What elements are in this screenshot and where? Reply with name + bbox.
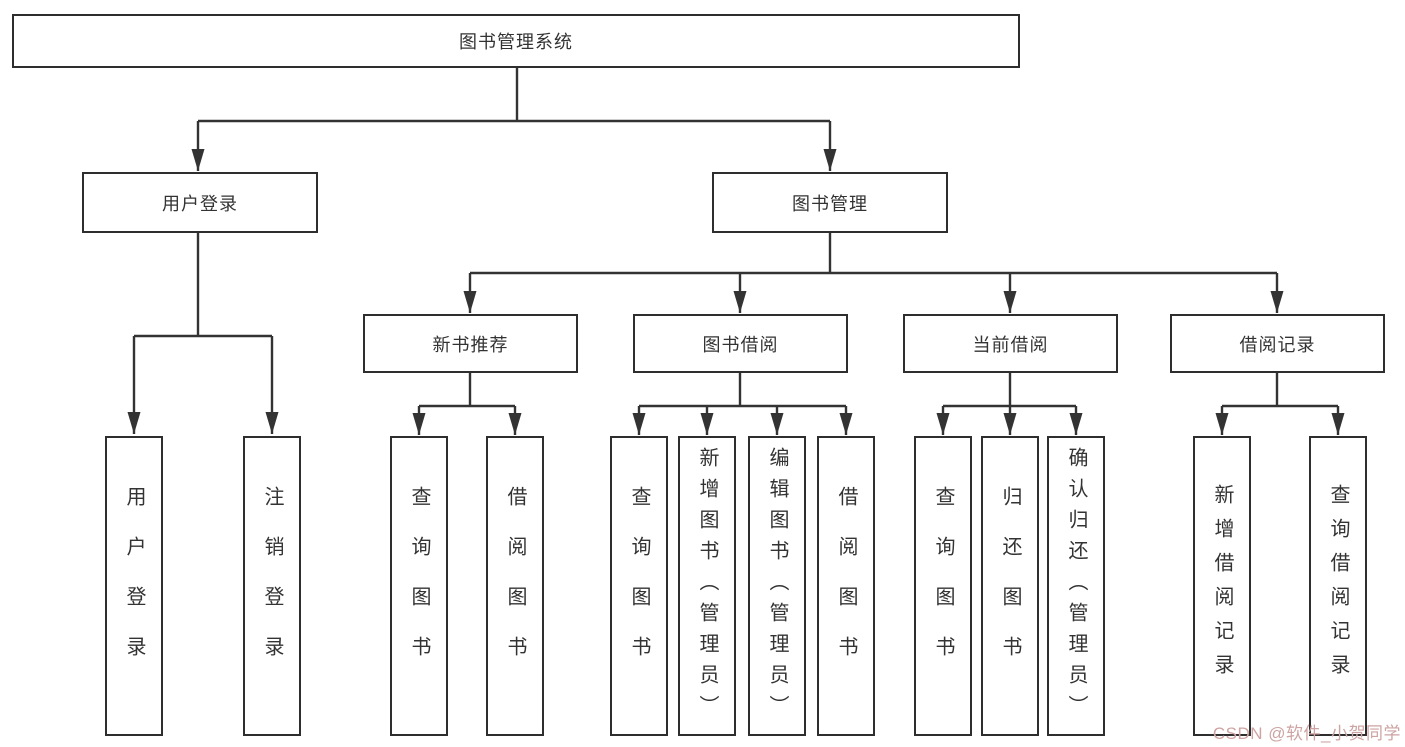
leaf-query-book-3: 查询图书 bbox=[914, 436, 972, 736]
node-library-management-system: 图书管理系统 bbox=[12, 14, 1020, 68]
csdn-watermark: CSDN @软件_小贺同学 bbox=[1212, 724, 1401, 743]
node-user-login: 用户登录 bbox=[82, 172, 318, 233]
leaf-borrow-book-1: 借阅图书 bbox=[486, 436, 544, 736]
leaf-borrow-book-2: 借阅图书 bbox=[817, 436, 875, 736]
node-book-management: 图书管理 bbox=[712, 172, 948, 233]
leaf-add-borrow-record: 新增借阅记录 bbox=[1193, 436, 1251, 736]
leaf-query-borrow-record: 查询借阅记录 bbox=[1309, 436, 1367, 736]
leaf-logout: 注销登录 bbox=[243, 436, 301, 736]
node-borrow-records: 借阅记录 bbox=[1170, 314, 1385, 373]
leaf-query-book-1: 查询图书 bbox=[390, 436, 448, 736]
node-current-borrow: 当前借阅 bbox=[903, 314, 1118, 373]
leaf-confirm-return-admin: 确认归还（管理员） bbox=[1047, 436, 1105, 736]
node-new-book-recommend: 新书推荐 bbox=[363, 314, 578, 373]
leaf-user-login: 用户登录 bbox=[105, 436, 163, 736]
leaf-add-book-admin: 新增图书（管理员） bbox=[678, 436, 736, 736]
node-book-borrow: 图书借阅 bbox=[633, 314, 848, 373]
leaf-return-book: 归还图书 bbox=[981, 436, 1039, 736]
leaf-edit-book-admin: 编辑图书（管理员） bbox=[748, 436, 806, 736]
leaf-query-book-2: 查询图书 bbox=[610, 436, 668, 736]
